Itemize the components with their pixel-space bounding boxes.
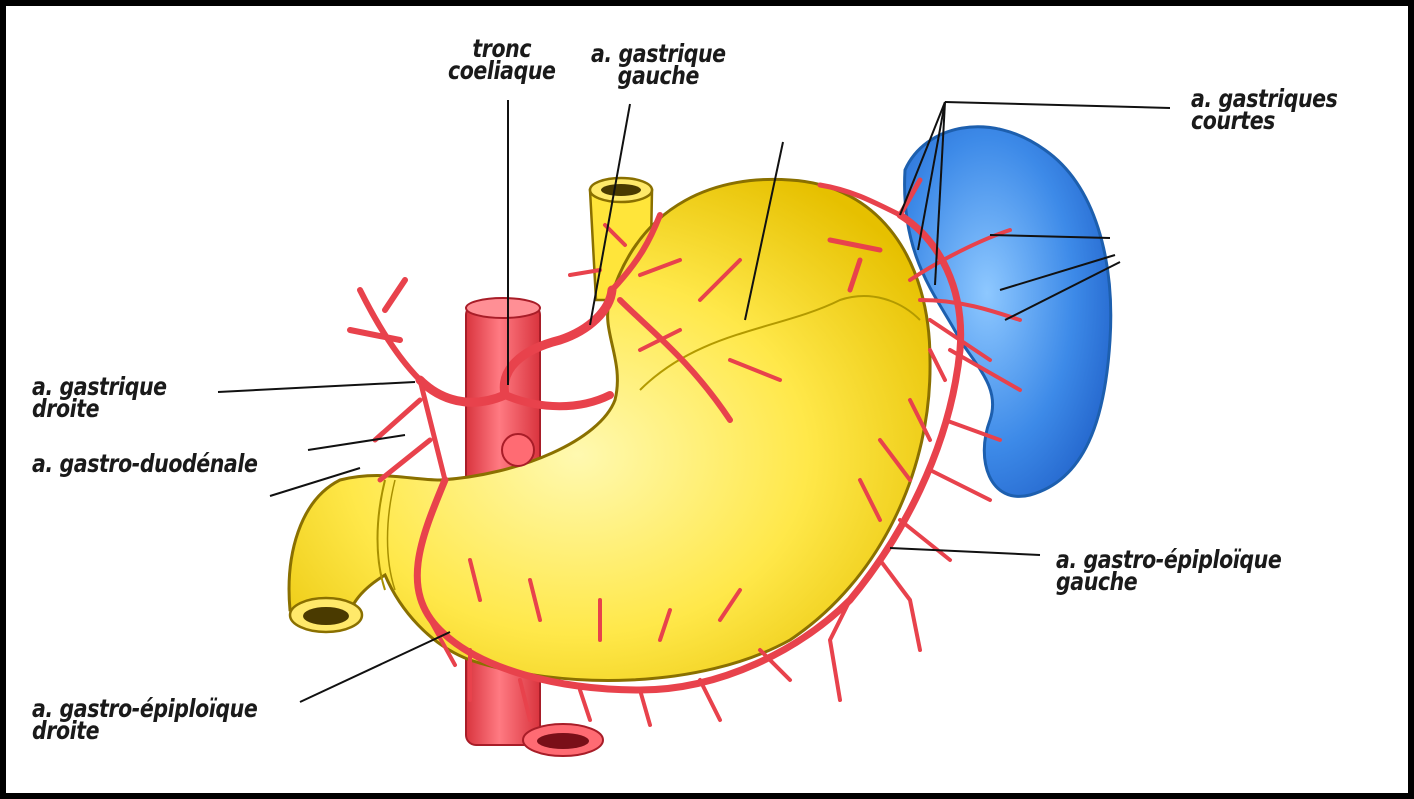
- spleen: [905, 127, 1111, 497]
- label-line: droite: [32, 720, 257, 742]
- duodenum-opening: [290, 598, 362, 632]
- label-line: droite: [32, 398, 167, 420]
- label-line: courtes: [1191, 110, 1337, 132]
- label-gastro-epiploique-droite: a. gastro-épiploïque droite: [32, 698, 257, 742]
- label-line: gauche: [1056, 571, 1281, 593]
- label-gastrique-gauche: a. gastrique gauche: [591, 43, 726, 87]
- label-gastriques-courtes: a. gastriques courtes: [1191, 88, 1337, 132]
- label-line: a. gastro-duodénale: [32, 453, 257, 475]
- label-gastro-duodenale: a. gastro-duodénale: [32, 453, 257, 475]
- label-gastrique-droite: a. gastrique droite: [32, 376, 167, 420]
- label-gastro-epiploique-gauche: a. gastro-épiploïque gauche: [1056, 549, 1281, 593]
- label-tronc-coeliaque: tronc coeliaque: [448, 38, 556, 82]
- label-line: gauche: [591, 65, 726, 87]
- label-line: coeliaque: [448, 60, 556, 82]
- diagram-canvas: tronc coeliaque a. gastrique gauche a. g…: [6, 6, 1408, 793]
